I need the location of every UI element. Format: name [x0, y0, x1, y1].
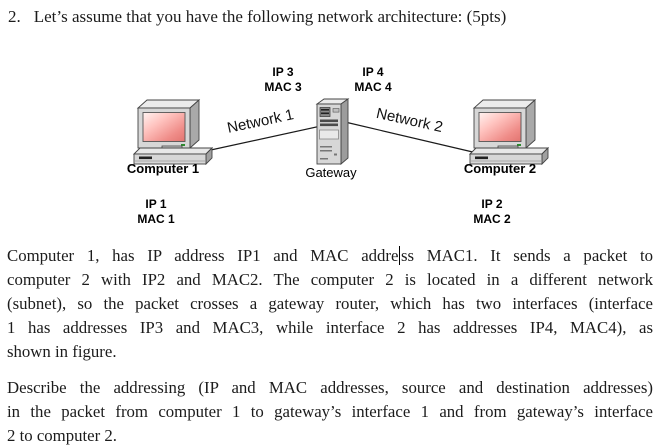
- computer1-address-label: IP 1 MAC 1: [116, 197, 196, 227]
- text-cursor: [398, 246, 401, 265]
- gateway-interface1-label: IP 3 MAC 3: [243, 65, 323, 95]
- network1-line: [196, 125, 322, 154]
- network-diagram: IP 3 MAC 3 IP 4 MAC 4 Network 1 Network …: [0, 60, 658, 228]
- question-title: 2. Let’s assume that you have the follow…: [8, 5, 658, 28]
- para1-text-after-cursor: ss MAC1. It sends a packet to: [400, 246, 653, 265]
- computer1-mac: MAC 1: [137, 212, 175, 226]
- paragraph-1: Computer 1, has IP address IP1 and MAC a…: [7, 244, 653, 364]
- interface1-ip: IP 3: [272, 65, 294, 79]
- computer2-ip: IP 2: [481, 197, 503, 211]
- computer2-label: Computer 2: [463, 161, 537, 176]
- computer1-icon: [132, 98, 214, 166]
- interface2-ip: IP 4: [362, 65, 384, 79]
- paragraph-2-line-2: in the packet from computer 1 to gateway…: [7, 402, 653, 421]
- paragraph-1-line-4: 1 has addresses IP3 and MAC3, while inte…: [7, 318, 653, 337]
- paragraph-2-line-1: Describe the addressing (IP and MAC addr…: [7, 378, 653, 397]
- gateway-label: Gateway: [305, 165, 357, 180]
- computer1-label: Computer 1: [126, 161, 200, 176]
- network-links-layer: [196, 121, 478, 154]
- paragraph-1-line-1: Computer 1, has IP address IP1 and MAC a…: [7, 244, 653, 268]
- paragraph-1-line-5: shown in figure.: [7, 342, 117, 361]
- paragraph-1-line-3: (subnet), so the packet crosses a gatewa…: [7, 294, 653, 313]
- question-title-text: Let’s assume that you have the following…: [33, 7, 507, 26]
- computer2-mac: MAC 2: [473, 212, 511, 226]
- computer1-ip: IP 1: [145, 197, 167, 211]
- network2-line: [344, 121, 478, 154]
- para1-text-before-cursor: Computer 1, has IP address IP1 and MAC a…: [7, 246, 399, 265]
- interface2-mac: MAC 4: [354, 80, 392, 94]
- interface1-mac: MAC 3: [264, 80, 302, 94]
- computer2-address-label: IP 2 MAC 2: [452, 197, 532, 227]
- gateway-icon: [315, 98, 350, 165]
- paragraph-1-line-2: computer 2 with IP2 and MAC2. The comput…: [7, 270, 653, 289]
- paragraph-2: Describe the addressing (IP and MAC addr…: [7, 376, 653, 445]
- computer2-icon: [468, 98, 550, 166]
- paragraph-2-line-3: 2 to computer 2.: [7, 426, 117, 445]
- question-number: 2.: [8, 7, 21, 26]
- gateway-interface2-label: IP 4 MAC 4: [333, 65, 413, 95]
